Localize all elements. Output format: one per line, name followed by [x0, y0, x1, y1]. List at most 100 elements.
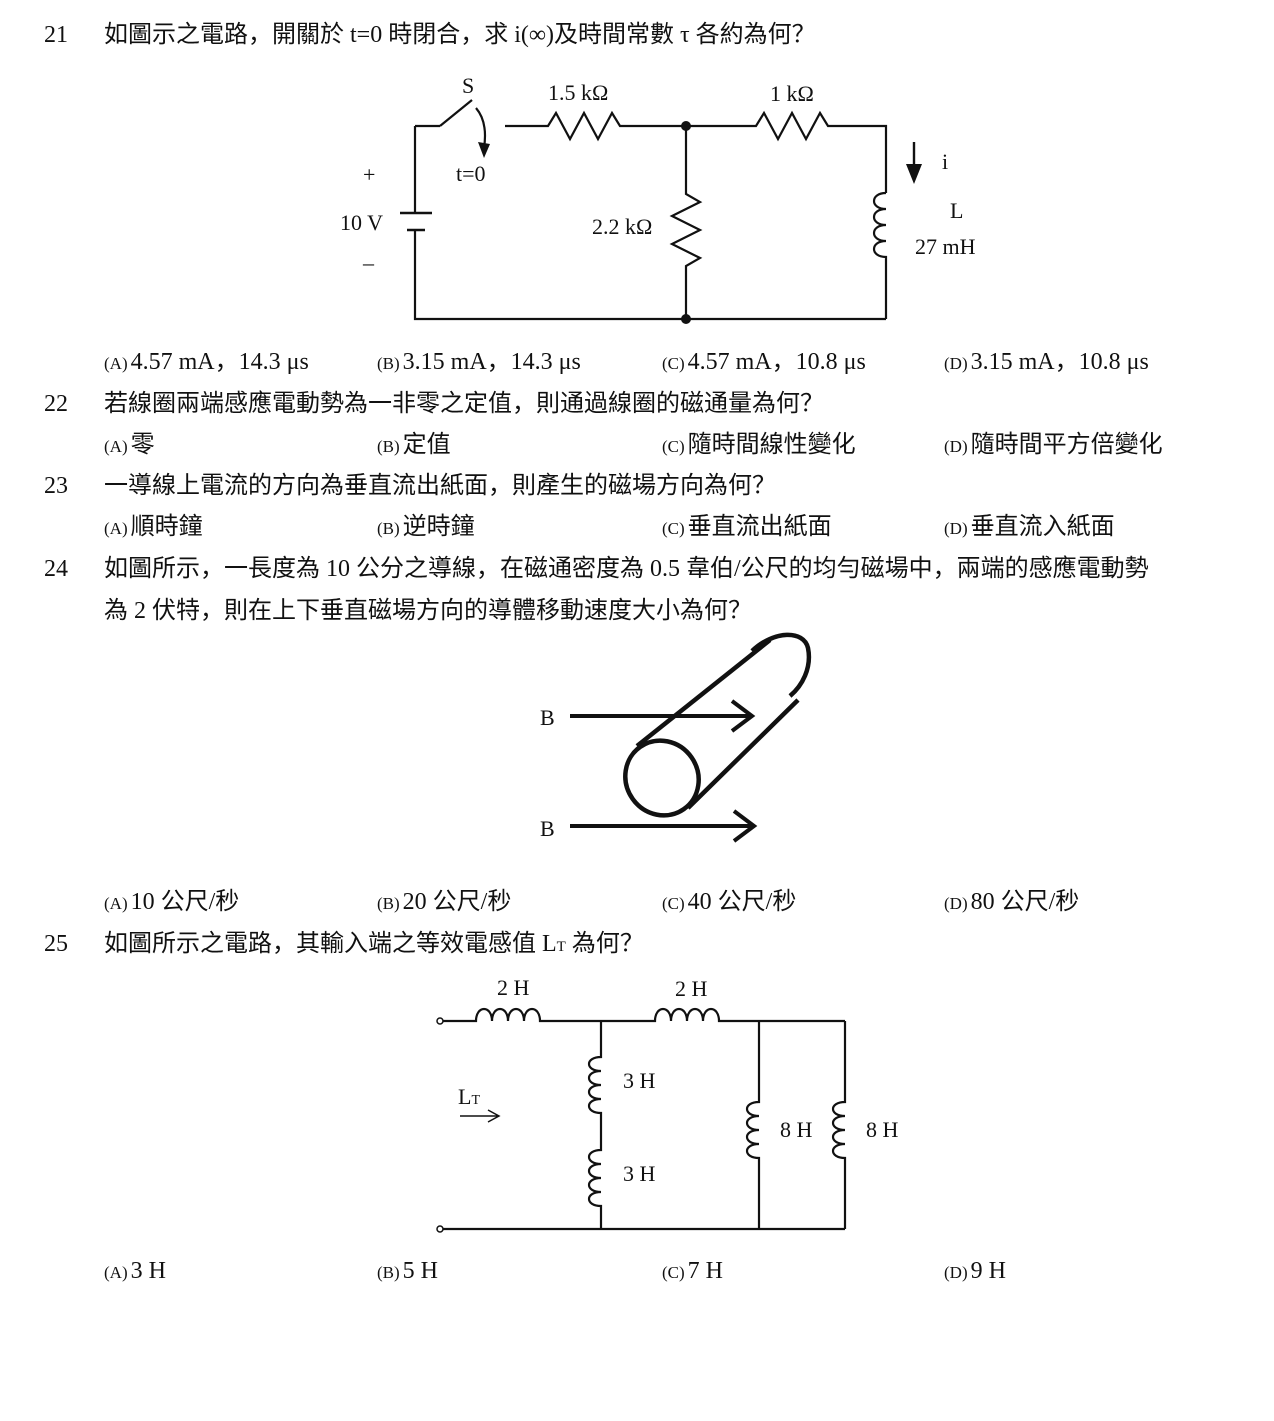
q21-switch-blade	[439, 99, 473, 127]
option-text: 4.57 mA，14.3 μs	[130, 349, 309, 375]
option-key: (B)	[377, 894, 400, 913]
q21-source-minus-label: –	[362, 250, 375, 275]
q21-source-plus-label: +	[363, 162, 375, 187]
option-text: 9 H	[970, 1258, 1006, 1284]
option-text: 4.57 mA，10.8 μs	[687, 349, 866, 375]
question-number-21: 21	[44, 22, 68, 48]
q25-inductor-l3-l4	[587, 1021, 603, 1229]
option-text: 定值	[402, 432, 451, 458]
question-21-text: 如圖示之電路，開關於 t=0 時閉合，求 i(∞)及時間常數 τ 各約為何？	[104, 22, 816, 48]
q24-field-line-bottom	[570, 809, 758, 843]
q25-lt-label: LT	[458, 1084, 480, 1109]
q23-option-a[interactable]: (A)順時鐘	[104, 512, 203, 544]
q25-terminal-bottom	[436, 1225, 444, 1233]
q21-inductor-name-label: L	[950, 198, 963, 223]
q21-inductor	[872, 191, 888, 319]
option-key: (D)	[944, 894, 968, 913]
q25-inductor-l2	[601, 1007, 845, 1023]
option-text: 3 H	[130, 1258, 166, 1284]
q25-inductor-l5	[745, 1021, 761, 1229]
option-key: (B)	[377, 519, 400, 538]
q21-current-label: i	[942, 149, 948, 174]
option-key: (D)	[944, 1263, 968, 1282]
q24-cylinder-near-cap	[623, 738, 701, 818]
q21-r3-label: 2.2 kΩ	[592, 214, 652, 239]
option-key: (B)	[377, 1263, 400, 1282]
q24-field-label-bottom: B	[540, 816, 555, 841]
q21-switch-arrowhead	[478, 142, 490, 158]
q21-source-value-label: 10 V	[340, 210, 383, 235]
q24-cylinder-upper-edge	[635, 638, 772, 748]
question-24-text-line1: 如圖所示，一長度為 10 公分之導線，在磁通密度為 0.5 韋伯/公尺的均勻磁場…	[104, 556, 1149, 582]
question-23-text: 一導線上電流的方向為垂直流出紙面，則產生的磁場方向為何？	[104, 473, 776, 499]
q24-cylinder-far-cap	[750, 632, 812, 698]
q25-option-c[interactable]: (C)7 H	[662, 1256, 723, 1288]
option-key: (A)	[104, 437, 128, 456]
option-key: (B)	[377, 437, 400, 456]
q25-inductor-l6	[831, 1021, 847, 1229]
option-text: 順時鐘	[130, 514, 203, 540]
q22-option-a[interactable]: (A)零	[104, 430, 155, 462]
question-25-text-end: 為何？	[571, 931, 644, 957]
q25-inductor-l1	[443, 1007, 601, 1023]
q22-option-c[interactable]: (C)隨時間線性變化	[662, 430, 856, 462]
option-text: 40 公尺/秒	[687, 889, 797, 915]
q23-option-b[interactable]: (B)逆時鐘	[377, 512, 475, 544]
option-text: 垂直流入紙面	[970, 514, 1115, 540]
q24-option-a[interactable]: (A)10 公尺/秒	[104, 887, 239, 919]
q23-option-c[interactable]: (C)垂直流出紙面	[662, 512, 832, 544]
q22-option-b[interactable]: (B)定值	[377, 430, 451, 462]
q21-option-b[interactable]: (B)3.15 mA，14.3 μs	[377, 347, 581, 379]
option-key: (C)	[662, 1263, 685, 1282]
option-key: (D)	[944, 354, 968, 373]
option-text: 隨時間平方倍變化	[970, 432, 1163, 458]
q21-r1-label: 1.5 kΩ	[548, 80, 608, 105]
q21-switch-time-label: t=0	[456, 161, 486, 186]
option-key: (C)	[662, 519, 685, 538]
question-25-text-main: 如圖所示之電路，其輸入端之等效電感值 L	[104, 931, 557, 957]
q24-field-label-top: B	[540, 705, 555, 730]
q21-node-bottom	[681, 314, 691, 324]
q24-option-b[interactable]: (B)20 公尺/秒	[377, 887, 511, 919]
question-number-24: 24	[44, 556, 68, 582]
q21-inductor-value-label: 27 mH	[915, 234, 976, 259]
q25-l5-label: 8 H	[780, 1117, 813, 1142]
q24-cylinder-lower-edge	[686, 698, 800, 810]
q22-option-d[interactable]: (D)隨時間平方倍變化	[944, 430, 1163, 462]
q25-l3-label: 3 H	[623, 1068, 656, 1093]
option-text: 20 公尺/秒	[402, 889, 512, 915]
q25-terminal-top	[436, 1017, 444, 1025]
q24-option-d[interactable]: (D)80 公尺/秒	[944, 887, 1079, 919]
q21-resistor-2	[686, 110, 888, 193]
option-key: (B)	[377, 354, 400, 373]
option-text: 零	[130, 432, 155, 458]
q25-option-b[interactable]: (B)5 H	[377, 1256, 438, 1288]
option-text: 5 H	[402, 1258, 439, 1284]
q21-r2-label: 1 kΩ	[770, 81, 814, 106]
option-key: (C)	[662, 437, 685, 456]
question-24-text-line2: 為 2 伏特，則在上下垂直磁場方向的導體移動速度大小為何？	[104, 598, 752, 624]
option-key: (D)	[944, 437, 968, 456]
q25-option-d[interactable]: (D)9 H	[944, 1256, 1006, 1288]
option-text: 3.15 mA，10.8 μs	[970, 349, 1149, 375]
question-number-22: 22	[44, 391, 68, 417]
q21-resistor-1	[505, 110, 686, 142]
q21-option-d[interactable]: (D)3.15 mA，10.8 μs	[944, 347, 1149, 379]
q21-option-a[interactable]: (A)4.57 mA，14.3 μs	[104, 347, 309, 379]
option-text: 垂直流出紙面	[687, 514, 832, 540]
q24-option-c[interactable]: (C)40 公尺/秒	[662, 887, 796, 919]
option-text: 隨時間線性變化	[687, 432, 856, 458]
q25-l2-label: 2 H	[675, 976, 708, 1001]
q21-option-c[interactable]: (C)4.57 mA，10.8 μs	[662, 347, 866, 379]
q25-lt-arrow	[460, 1109, 501, 1123]
q25-option-a[interactable]: (A)3 H	[104, 1256, 166, 1288]
q23-option-d[interactable]: (D)垂直流入紙面	[944, 512, 1115, 544]
q21-current-arrowhead	[906, 164, 922, 184]
option-key: (A)	[104, 354, 128, 373]
question-25-text: 如圖所示之電路，其輸入端之等效電感值 LT 為何？	[104, 929, 644, 962]
option-key: (A)	[104, 1263, 128, 1282]
question-number-25: 25	[44, 931, 68, 957]
